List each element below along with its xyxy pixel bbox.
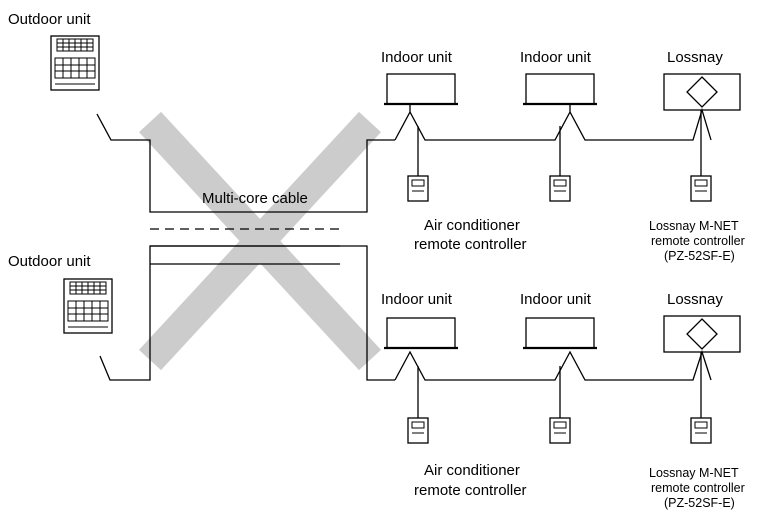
top-ac-remote-label-line1: Air conditioner xyxy=(424,217,520,234)
outdoor-unit-label-bottom: Outdoor unit xyxy=(8,253,91,270)
lossnay-icon xyxy=(663,315,741,353)
remote-controller-icon xyxy=(690,417,712,444)
outdoor-unit-icon xyxy=(50,35,100,91)
outdoor-unit-label-top: Outdoor unit xyxy=(8,11,91,28)
top-ac-remote-label-line2: remote controller xyxy=(414,236,527,253)
top-indoor-unit-2-label: Indoor unit xyxy=(520,49,592,66)
bottom-ac-remote-label-line2: remote controller xyxy=(414,482,527,499)
bottom-ac-remote-label-line1: Air conditioner xyxy=(424,462,520,479)
bottom-lossnay-label: Lossnay xyxy=(667,291,723,308)
remote-controller-icon xyxy=(549,175,571,202)
top-bus-wire xyxy=(394,107,712,141)
remote-controller-icon xyxy=(549,417,571,444)
bottom-bus-wire xyxy=(394,349,712,381)
multi-core-cable-label: Multi-core cable xyxy=(202,190,308,207)
top-lossnay-label: Lossnay xyxy=(667,49,723,66)
indoor-unit-icon xyxy=(382,72,460,106)
outdoor-unit-icon xyxy=(63,278,113,334)
remote-controller-icon xyxy=(690,175,712,202)
top-indoor-unit-1-label: Indoor unit xyxy=(381,49,453,66)
top-lossnay-remote-label-line1: Lossnay M-NET xyxy=(649,219,739,233)
remote-controller-icon xyxy=(407,175,429,202)
indoor-unit-icon xyxy=(521,72,599,106)
bottom-lossnay-remote-label-line2: remote controller xyxy=(651,481,745,495)
bottom-cable-to-indoor xyxy=(340,245,395,381)
lossnay-icon xyxy=(663,73,741,111)
cross-mark-icon xyxy=(138,111,382,371)
indoor-unit-icon xyxy=(382,316,460,350)
bottom-indoor-unit-2-label: Indoor unit xyxy=(520,291,592,308)
top-cable-to-indoor xyxy=(340,139,395,213)
bottom-lossnay-remote-label-line3: (PZ-52SF-E) xyxy=(664,496,735,510)
top-outdoor-wire xyxy=(96,113,340,213)
top-lossnay-remote-label-line3: (PZ-52SF-E) xyxy=(664,249,735,263)
indoor-unit-icon xyxy=(521,316,599,350)
bottom-lossnay-remote-label-line1: Lossnay M-NET xyxy=(649,466,739,480)
top-lossnay-remote-label-line2: remote controller xyxy=(651,234,745,248)
bottom-indoor-unit-1-label: Indoor unit xyxy=(381,291,453,308)
remote-controller-icon xyxy=(407,417,429,444)
